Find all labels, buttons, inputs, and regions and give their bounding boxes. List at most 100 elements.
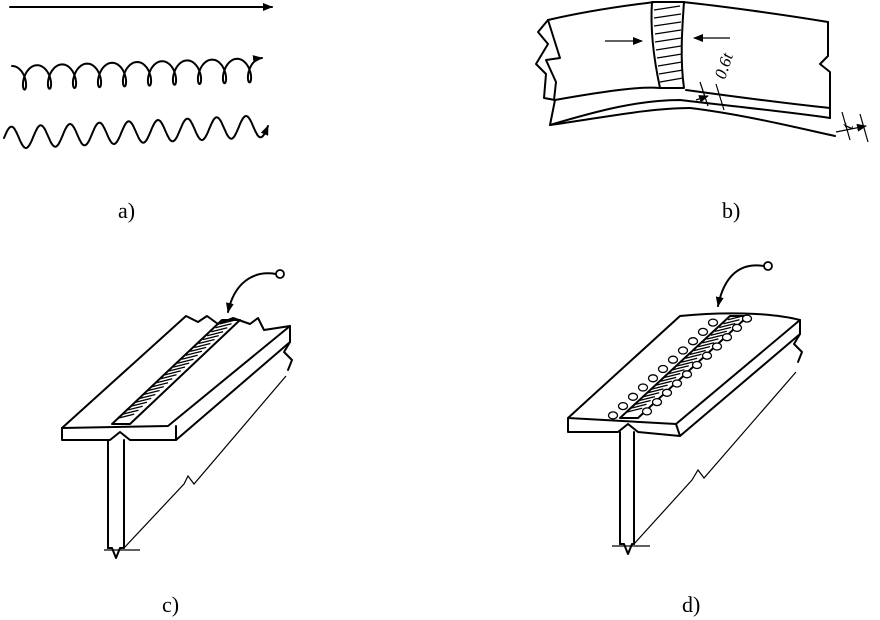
weld-ripple (634, 399, 651, 406)
panel-c: c) (61, 269, 293, 617)
spatter-bead (677, 346, 689, 355)
panel-b: 0.6t t b) (535, 1, 869, 223)
weld-ripple (147, 385, 164, 392)
spatter-bead (641, 407, 653, 416)
weld-ripple (672, 365, 689, 371)
weld-ripple (698, 342, 715, 348)
weld-ripple (638, 395, 656, 402)
spatter-bead (661, 388, 673, 397)
spatter-bead (607, 411, 619, 420)
weld-ripple (719, 322, 736, 329)
weld-ripple (122, 409, 139, 415)
weld-ripple (655, 380, 672, 386)
weld-ripple (139, 393, 156, 400)
weld-ripple (202, 334, 219, 341)
spatter-bead (697, 327, 709, 337)
weld-ripple (647, 388, 664, 394)
weld-ripple (130, 401, 148, 407)
weld-ripple (118, 413, 135, 419)
helix-arrow (11, 55, 263, 91)
spatter-bead (731, 323, 743, 333)
weld-ripple (126, 405, 143, 411)
weld-ripple (181, 354, 198, 360)
spatter-bead (651, 397, 663, 407)
spatter-bead (627, 392, 639, 401)
plate-front-face (554, 86, 661, 101)
weld-ripple (702, 338, 719, 344)
spatter-bead (687, 337, 699, 346)
weld-hatch (118, 319, 236, 419)
heat-arrow (225, 272, 277, 313)
heat-arrow-d (715, 264, 765, 307)
thickness-arrow-06t (695, 95, 709, 103)
spatter-bead (681, 370, 693, 379)
weld-ripple (190, 346, 207, 353)
spatter-bead (741, 314, 753, 323)
weld-ripple (219, 319, 236, 325)
spatter-bead (617, 401, 629, 411)
spatter-beads (607, 314, 753, 420)
spatter-bead (701, 351, 713, 360)
weld-ripple (723, 319, 740, 325)
spatter-bead (707, 318, 719, 327)
caption-a: a) (118, 198, 135, 223)
caption-d: d) (682, 592, 700, 617)
spatter-bead (657, 364, 669, 374)
weld-ripple (685, 353, 702, 359)
weld-ripple (143, 389, 160, 396)
weld-ripple (135, 397, 152, 404)
weld-ripples (653, 5, 684, 83)
weld-ripple (689, 349, 706, 356)
spatter-bead (721, 333, 733, 342)
weld-ripple (659, 376, 677, 383)
weld-ripple (643, 392, 660, 398)
weld-ripple (173, 362, 190, 368)
weld-ripple (151, 382, 169, 388)
spatter-bead (667, 355, 679, 364)
weld-ripple (664, 372, 681, 379)
wave-arrow (3, 115, 269, 149)
panel-a: a) (3, 3, 273, 223)
left-break-edge (535, 19, 556, 101)
spatter-bead (647, 374, 659, 383)
plate-top-surface (547, 1, 656, 21)
label-06t: 0.6t (711, 49, 737, 81)
weld-ripple (710, 330, 727, 336)
weld-ripple (714, 326, 732, 333)
spatter-bead (637, 383, 649, 392)
weld-ripple (676, 361, 694, 367)
flange-top (61, 315, 291, 429)
weld-ripple (626, 407, 643, 413)
spatter-bead (691, 360, 703, 370)
weld-ripple (164, 370, 181, 376)
weld-ripple (211, 327, 228, 333)
caption-b: b) (722, 198, 740, 223)
caption-c: c) (162, 592, 179, 617)
weld-ripple (156, 378, 173, 384)
weld-ripple (194, 342, 211, 349)
thickness-arrow-t (835, 123, 867, 133)
weld-ripple (198, 338, 215, 345)
weld-ripple (651, 384, 668, 390)
panel-d: d) (567, 261, 803, 617)
weld-ripple (168, 366, 186, 372)
weld-ripple (185, 350, 203, 356)
weld-ripple (160, 374, 177, 380)
right-break-edge (819, 21, 831, 109)
weld-ripple (668, 369, 685, 375)
weld-seam (111, 319, 241, 425)
spatter-bead (671, 379, 683, 388)
weld-ripple (177, 358, 194, 364)
weld-ripple (630, 403, 647, 409)
heat-source-d (763, 261, 773, 271)
weld-hatch-d (626, 315, 744, 413)
heat-source (275, 269, 285, 279)
weld-ripple (206, 331, 224, 337)
weld-ripple (693, 345, 711, 352)
weld-bead (650, 1, 685, 89)
label-t: t (838, 120, 858, 131)
weld-ripple (727, 315, 744, 321)
weld-ripple (215, 323, 232, 329)
spatter-bead (711, 342, 723, 351)
